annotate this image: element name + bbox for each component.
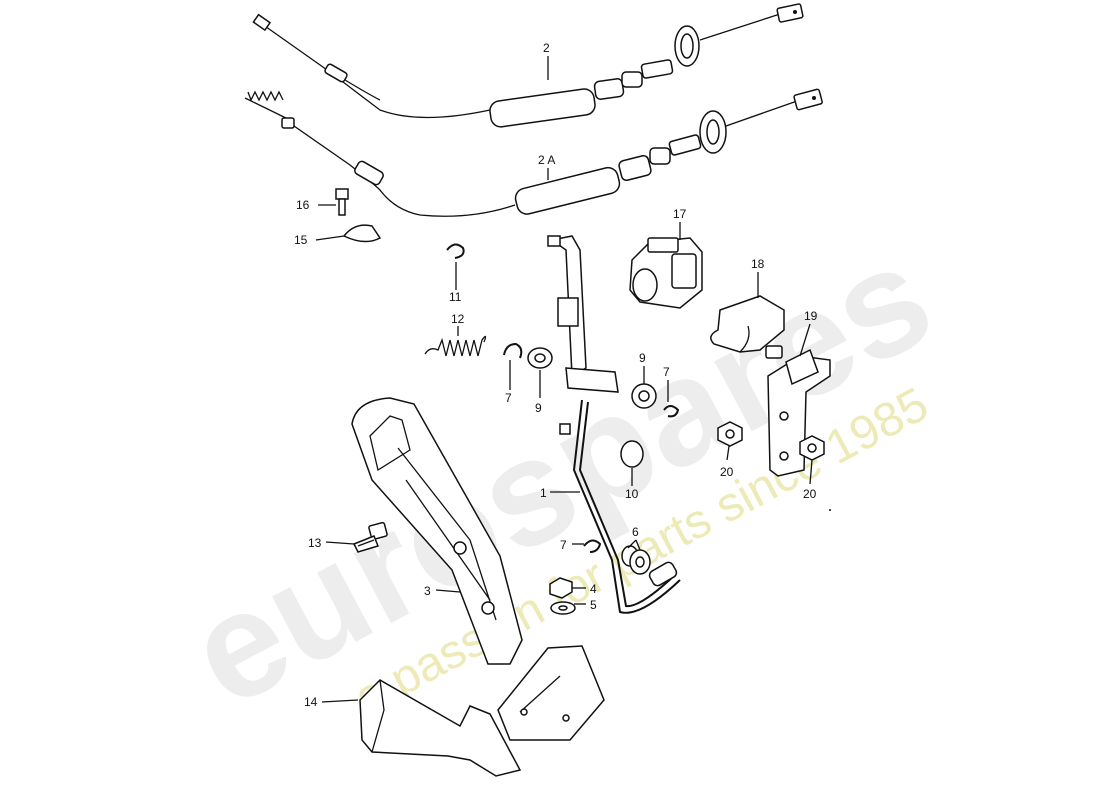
clamp-18 bbox=[710, 295, 785, 353]
cable-2-sleeve bbox=[489, 88, 596, 128]
callout-9-left: 9 bbox=[535, 401, 542, 415]
callout-11: 11 bbox=[449, 290, 462, 304]
cover-14 bbox=[359, 679, 522, 777]
callout-4: 4 bbox=[590, 582, 597, 596]
callout-2: 2 bbox=[543, 41, 550, 55]
washer-5 bbox=[550, 601, 576, 615]
nut-4 bbox=[549, 577, 573, 599]
callout-5: 5 bbox=[590, 598, 597, 612]
callout-18: 18 bbox=[751, 257, 765, 271]
accelerator-pedal-3 bbox=[351, 397, 523, 665]
callout-3: 3 bbox=[424, 584, 431, 598]
e-clip-7-right bbox=[663, 405, 680, 418]
callout-7-left: 7 bbox=[505, 391, 512, 405]
e-clip-7-lower bbox=[583, 539, 602, 553]
spring-12 bbox=[424, 335, 487, 357]
e-clip-7-left bbox=[503, 342, 523, 359]
accelerator-cable-2 bbox=[252, 3, 804, 128]
callout-16: 16 bbox=[296, 198, 310, 212]
pedal-rod-1 bbox=[572, 399, 681, 614]
bushing-9-left bbox=[527, 347, 553, 369]
callout-20-right: 20 bbox=[803, 487, 817, 501]
stray-mark bbox=[829, 509, 831, 511]
callout-17: 17 bbox=[673, 207, 687, 221]
nut-20-left bbox=[717, 421, 743, 447]
callout-12: 12 bbox=[451, 312, 465, 326]
pedal-arm-bracket bbox=[547, 235, 619, 435]
callout-19: 19 bbox=[804, 309, 818, 323]
bushing-9-right bbox=[631, 383, 657, 409]
callout-2a: 2 A bbox=[538, 153, 555, 167]
clip-11 bbox=[446, 243, 465, 259]
callout-labels: 2 2 A 16 15 11 12 17 18 19 7 9 9 7 10 20… bbox=[294, 41, 818, 709]
callout-9-right: 9 bbox=[639, 351, 646, 365]
callout-1: 1 bbox=[540, 486, 547, 500]
callout-13: 13 bbox=[308, 536, 322, 550]
bracket-19 bbox=[765, 345, 831, 477]
bolt-13 bbox=[352, 521, 388, 553]
accelerator-cable-2a bbox=[244, 88, 823, 217]
leader-lines bbox=[315, 56, 813, 703]
callout-6: 6 bbox=[632, 525, 639, 539]
pedal-base bbox=[497, 645, 605, 741]
nut-20-right bbox=[799, 435, 825, 461]
clip-15 bbox=[342, 224, 382, 243]
callout-14: 14 bbox=[304, 695, 318, 709]
callout-10: 10 bbox=[625, 487, 639, 501]
callout-20-left: 20 bbox=[720, 465, 734, 479]
callout-15: 15 bbox=[294, 233, 308, 247]
callout-7-lower: 7 bbox=[560, 538, 567, 552]
cable-2a-sleeve bbox=[514, 166, 621, 215]
plug-17 bbox=[629, 237, 703, 309]
bolt-16 bbox=[335, 188, 349, 216]
callout-7-right: 7 bbox=[663, 365, 670, 379]
grommet-10 bbox=[620, 440, 644, 468]
